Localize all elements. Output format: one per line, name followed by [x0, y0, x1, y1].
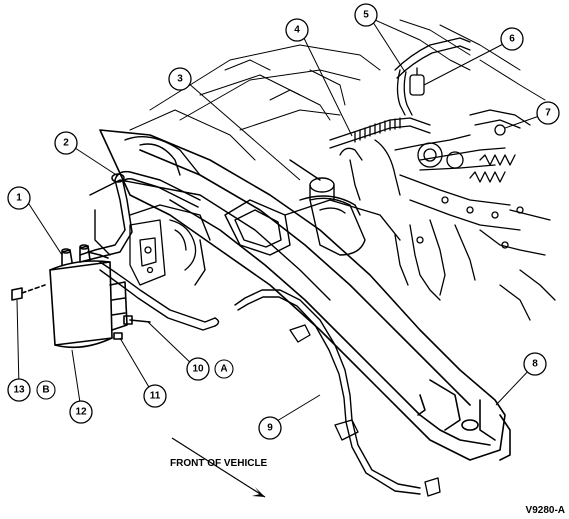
- callout-1: 1: [7, 186, 31, 210]
- callout-4-label: 4: [294, 25, 300, 36]
- callout-7: 7: [536, 101, 560, 125]
- callout-9: 9: [258, 416, 282, 440]
- callout-13: 13: [7, 378, 31, 402]
- callout-3: 3: [168, 67, 192, 91]
- figure-code: V9280-A: [526, 505, 565, 516]
- callout-2-label: 2: [63, 138, 69, 149]
- leader-lines: [16, 18, 546, 425]
- ref-b-label: B: [42, 385, 49, 396]
- callout-5-label: 5: [363, 10, 369, 21]
- callout-2: 2: [54, 131, 78, 155]
- callout-8-label: 8: [532, 359, 538, 370]
- callout-12-label: 12: [75, 407, 87, 418]
- engine-intake: [329, 37, 556, 321]
- callout-11-label: 11: [150, 391, 161, 402]
- direction-arrow-icon: [171, 437, 266, 498]
- air-cleaner: [289, 159, 366, 256]
- fender-apron: [89, 136, 331, 301]
- callout-10: 10: [186, 357, 210, 381]
- hose-clip-9: [289, 324, 441, 497]
- ref-a: A: [214, 359, 234, 379]
- ref-b: B: [36, 380, 56, 400]
- callout-6: 6: [500, 27, 524, 51]
- callout-10-label: 10: [192, 364, 204, 375]
- front-of-vehicle-indicator: FRONT OF VEHICLE: [170, 437, 268, 498]
- callout-5: 5: [354, 3, 378, 27]
- callout-1-label: 1: [16, 193, 22, 204]
- engine-bay-artwork: [79, 19, 556, 497]
- callout-9-label: 9: [267, 423, 273, 434]
- callout-13-label: 13: [13, 385, 25, 396]
- radiator-support: [224, 195, 401, 256]
- callout-11: 11: [143, 384, 167, 408]
- callout-4: 4: [285, 18, 309, 42]
- callout-3-label: 3: [177, 74, 183, 85]
- callout-8: 8: [523, 352, 547, 376]
- callout-7-label: 7: [545, 108, 551, 119]
- shock-tower: [129, 219, 197, 286]
- direction-label: FRONT OF VEHICLE: [170, 458, 268, 469]
- evap-canister: [11, 244, 151, 349]
- frame-rail: [99, 129, 511, 461]
- cowl-panel-lines: [129, 19, 546, 161]
- ref-a-label: A: [220, 364, 227, 375]
- callout-12: 12: [69, 400, 93, 424]
- callout-6-label: 6: [509, 34, 515, 45]
- purge-hose-upper: [79, 170, 201, 263]
- purge-line-lower: [99, 261, 421, 495]
